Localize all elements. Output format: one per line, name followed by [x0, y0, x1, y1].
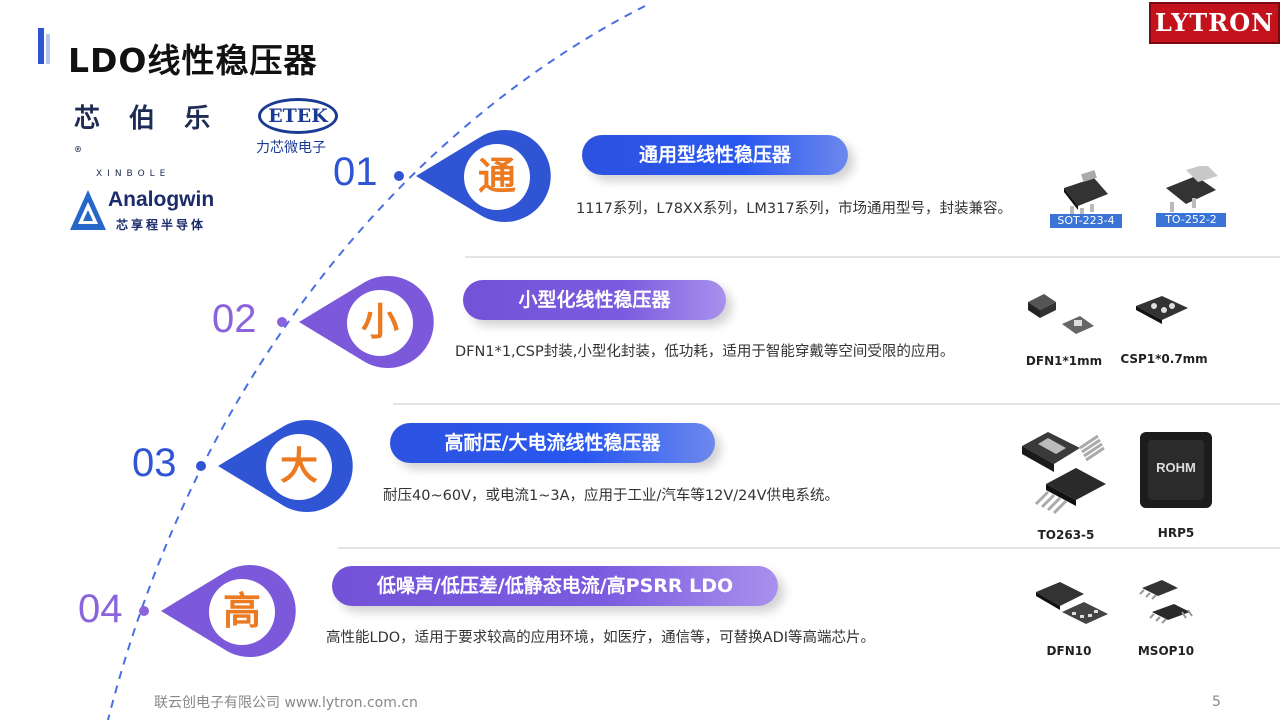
package-image	[1136, 578, 1196, 632]
pin-char: 小	[347, 290, 413, 356]
analogwin-cn-text: 芯享程半导体	[116, 218, 207, 232]
package-image	[1022, 290, 1102, 342]
etek-logo: ETEK 力芯微电子	[256, 98, 346, 160]
section-title-pill: 高耐压/大电流线性稳压器	[390, 423, 715, 463]
package-label: DFN1*1mm	[1025, 354, 1103, 368]
package-label: HRP5	[1157, 526, 1195, 540]
analogwin-logo: Analogwin 芯享程半导体	[68, 188, 218, 236]
section-description: DFN1*1,CSP封装,小型化封装，低功耗，适用于智能穿戴等空间受限的应用。	[455, 344, 955, 360]
chip-marking: ROHM	[1156, 460, 1196, 475]
package-label: CSP1*0.7mm	[1120, 352, 1208, 366]
package-label: SOT-223-4	[1050, 214, 1122, 228]
section-title-pill: 通用型线性稳压器	[582, 135, 848, 175]
xinbole-logo: 芯 伯 乐 ® XINBOLE	[74, 104, 224, 179]
pin-marker: 小	[275, 276, 435, 374]
section-description: 耐压40~60V，或电流1~3A，应用于工业/汽车等12V/24V供电系统。	[383, 488, 839, 504]
package-image: TO-252-2	[1156, 164, 1226, 228]
divider	[465, 256, 1280, 258]
section-number: 02	[212, 297, 257, 341]
section-number: 01	[333, 150, 378, 194]
package-image: ROHM	[1140, 432, 1212, 508]
package-image	[1132, 292, 1194, 334]
section-title-pill: 小型化线性稳压器	[463, 280, 726, 320]
title-accent-bar-light	[46, 34, 50, 64]
pin-char: 高	[209, 579, 275, 645]
xinbole-cn-text: 芯 伯 乐	[74, 104, 221, 134]
lytron-logo: LYTRON	[1149, 2, 1280, 44]
page-number: 5	[1212, 694, 1221, 710]
package-label: MSOP10	[1137, 644, 1195, 658]
title-accent-bar	[38, 28, 44, 64]
section-title-pill: 低噪声/低压差/低静态电流/高PSRR LDO	[332, 566, 778, 606]
etek-cn-text: 力芯微电子	[256, 140, 326, 156]
package-label: TO-252-2	[1156, 213, 1226, 227]
pin-marker: 通	[392, 130, 552, 228]
pin-char: 大	[266, 434, 332, 500]
pin-marker: 大	[194, 420, 354, 518]
divider	[338, 547, 1280, 549]
footer-company: 联云创电子有限公司 www.lytron.com.cn	[154, 695, 418, 711]
package-image: SOT-223-4	[1050, 166, 1122, 228]
package-image	[1018, 426, 1114, 518]
registered-mark: ®	[74, 144, 82, 154]
section-number: 03	[132, 441, 177, 485]
page-title: LDO线性稳压器	[68, 41, 318, 80]
xinbole-en-text: XINBOLE	[96, 168, 171, 179]
pin-char: 通	[464, 144, 530, 210]
section-number: 04	[78, 587, 123, 631]
package-label: DFN10	[1046, 644, 1092, 658]
analogwin-name: Analogwin	[108, 188, 215, 211]
analogwin-triangle-icon	[70, 190, 106, 230]
section-description: 高性能LDO，适用于要求较高的应用环境，如医疗，通信等，可替换ADI等高端芯片。	[326, 630, 876, 646]
etek-name: ETEK	[258, 98, 338, 134]
section-description: 1117系列，L78XX系列，LM317系列，市场通用型号，封装兼容。	[576, 201, 1013, 217]
package-image	[1032, 580, 1112, 630]
pin-marker: 高	[137, 565, 297, 663]
divider	[393, 403, 1280, 405]
package-label: TO263-5	[1037, 528, 1095, 542]
